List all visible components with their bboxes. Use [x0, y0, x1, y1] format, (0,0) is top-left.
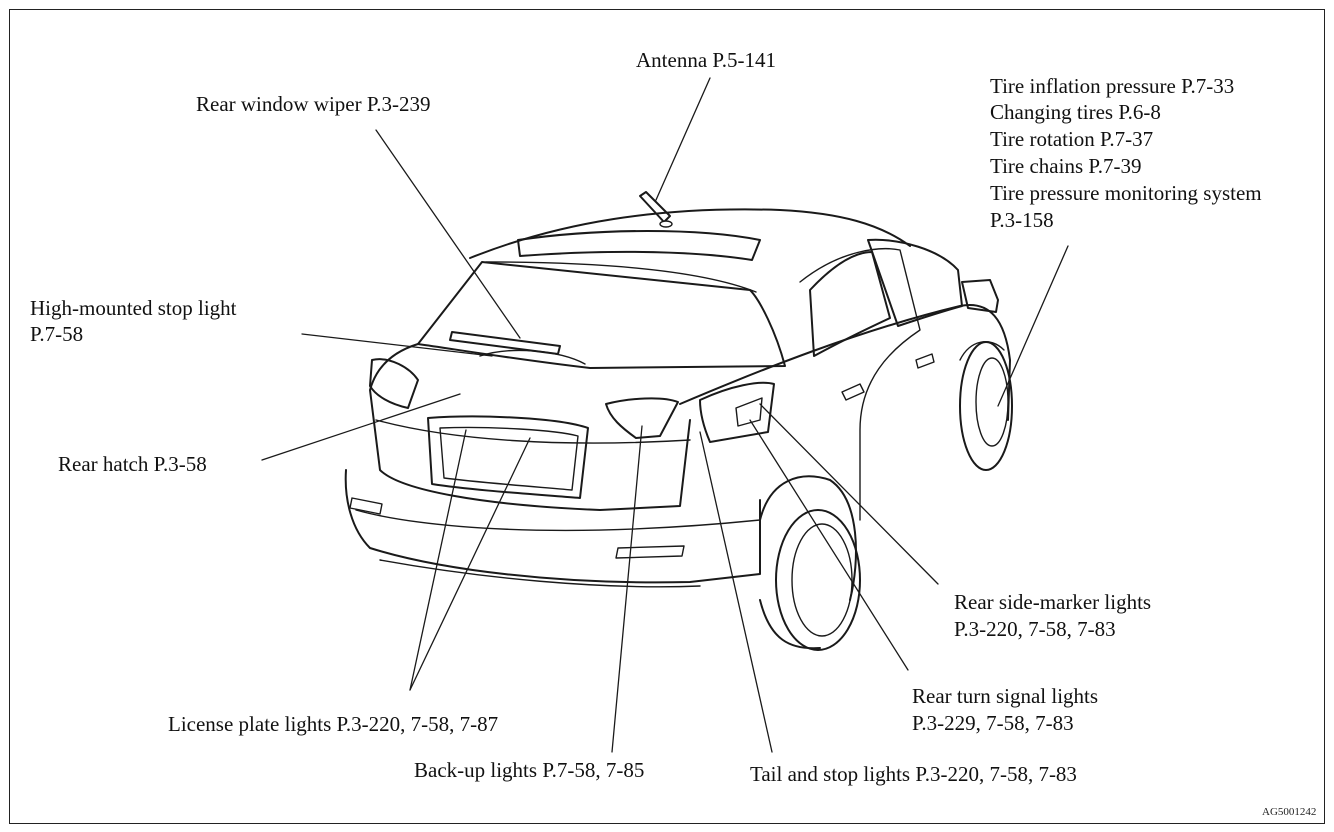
hatch-lower-edge — [376, 420, 690, 443]
figure-code: AG5001242 — [1262, 806, 1316, 818]
leader-license-plate-2 — [410, 438, 530, 690]
rear-side-marker-label: Rear side-marker lights — [954, 590, 1151, 615]
tire-pressure-monitoring-page: P.3-158 — [990, 208, 1054, 233]
front-wheel-arch — [960, 342, 1004, 360]
rear-wheel — [776, 510, 860, 650]
leader-tire-info — [998, 246, 1068, 406]
roof-outline — [470, 209, 910, 258]
tire-inflation-pressure-label: Tire inflation pressure P.7-33 — [990, 74, 1234, 99]
changing-tires-label: Changing tires P.6-8 — [990, 100, 1161, 125]
rear-window-wiper-label: Rear window wiper P.3-239 — [196, 92, 430, 117]
side-marker — [736, 398, 762, 426]
left-tail-light — [370, 359, 418, 408]
back-up-lights-label: Back-up lights P.7-58, 7-85 — [414, 758, 644, 783]
antenna-base — [660, 221, 672, 227]
leader-tail-and-stop — [700, 432, 772, 752]
front-door-window — [868, 240, 962, 326]
antenna-mast — [640, 192, 670, 222]
rear-side-marker-page: P.3-220, 7-58, 7-83 — [954, 617, 1116, 642]
rear-door-handle — [842, 384, 864, 400]
tire-pressure-monitoring-label: Tire pressure monitoring system — [990, 181, 1262, 206]
front-wheel-rim — [976, 358, 1008, 446]
leader-back-up-lights — [612, 426, 642, 752]
antenna-label: Antenna P.5-141 — [636, 48, 776, 73]
bumper-line — [356, 510, 760, 530]
wiper-arm — [480, 350, 585, 364]
left-reflector — [350, 498, 382, 514]
rear-window — [418, 262, 785, 368]
bumper — [346, 470, 760, 582]
rear-turn-signal-page: P.3-229, 7-58, 7-83 — [912, 711, 1074, 736]
license-plate-lights-label: License plate lights P.3-220, 7-58, 7-87 — [168, 712, 498, 737]
high-mounted-stop-light-label: High-mounted stop light — [30, 296, 237, 321]
high-mounted-stop-light-page: P.7-58 — [30, 322, 83, 347]
tire-rotation-label: Tire rotation P.7-37 — [990, 127, 1153, 152]
right-reflector — [616, 546, 684, 558]
rear-wheel-rim — [792, 524, 852, 636]
tire-chains-label: Tire chains P.7-39 — [990, 154, 1141, 179]
rear-turn-signal-label: Rear turn signal lights — [912, 684, 1098, 709]
front-door-handle — [916, 354, 934, 368]
rear-hatch-label: Rear hatch P.3-58 — [58, 452, 207, 477]
leader-antenna — [656, 78, 710, 200]
tail-and-stop-lights-label: Tail and stop lights P.3-220, 7-58, 7-83 — [750, 762, 1077, 787]
spoiler — [518, 231, 760, 260]
rear-tire-bottom — [760, 600, 820, 648]
